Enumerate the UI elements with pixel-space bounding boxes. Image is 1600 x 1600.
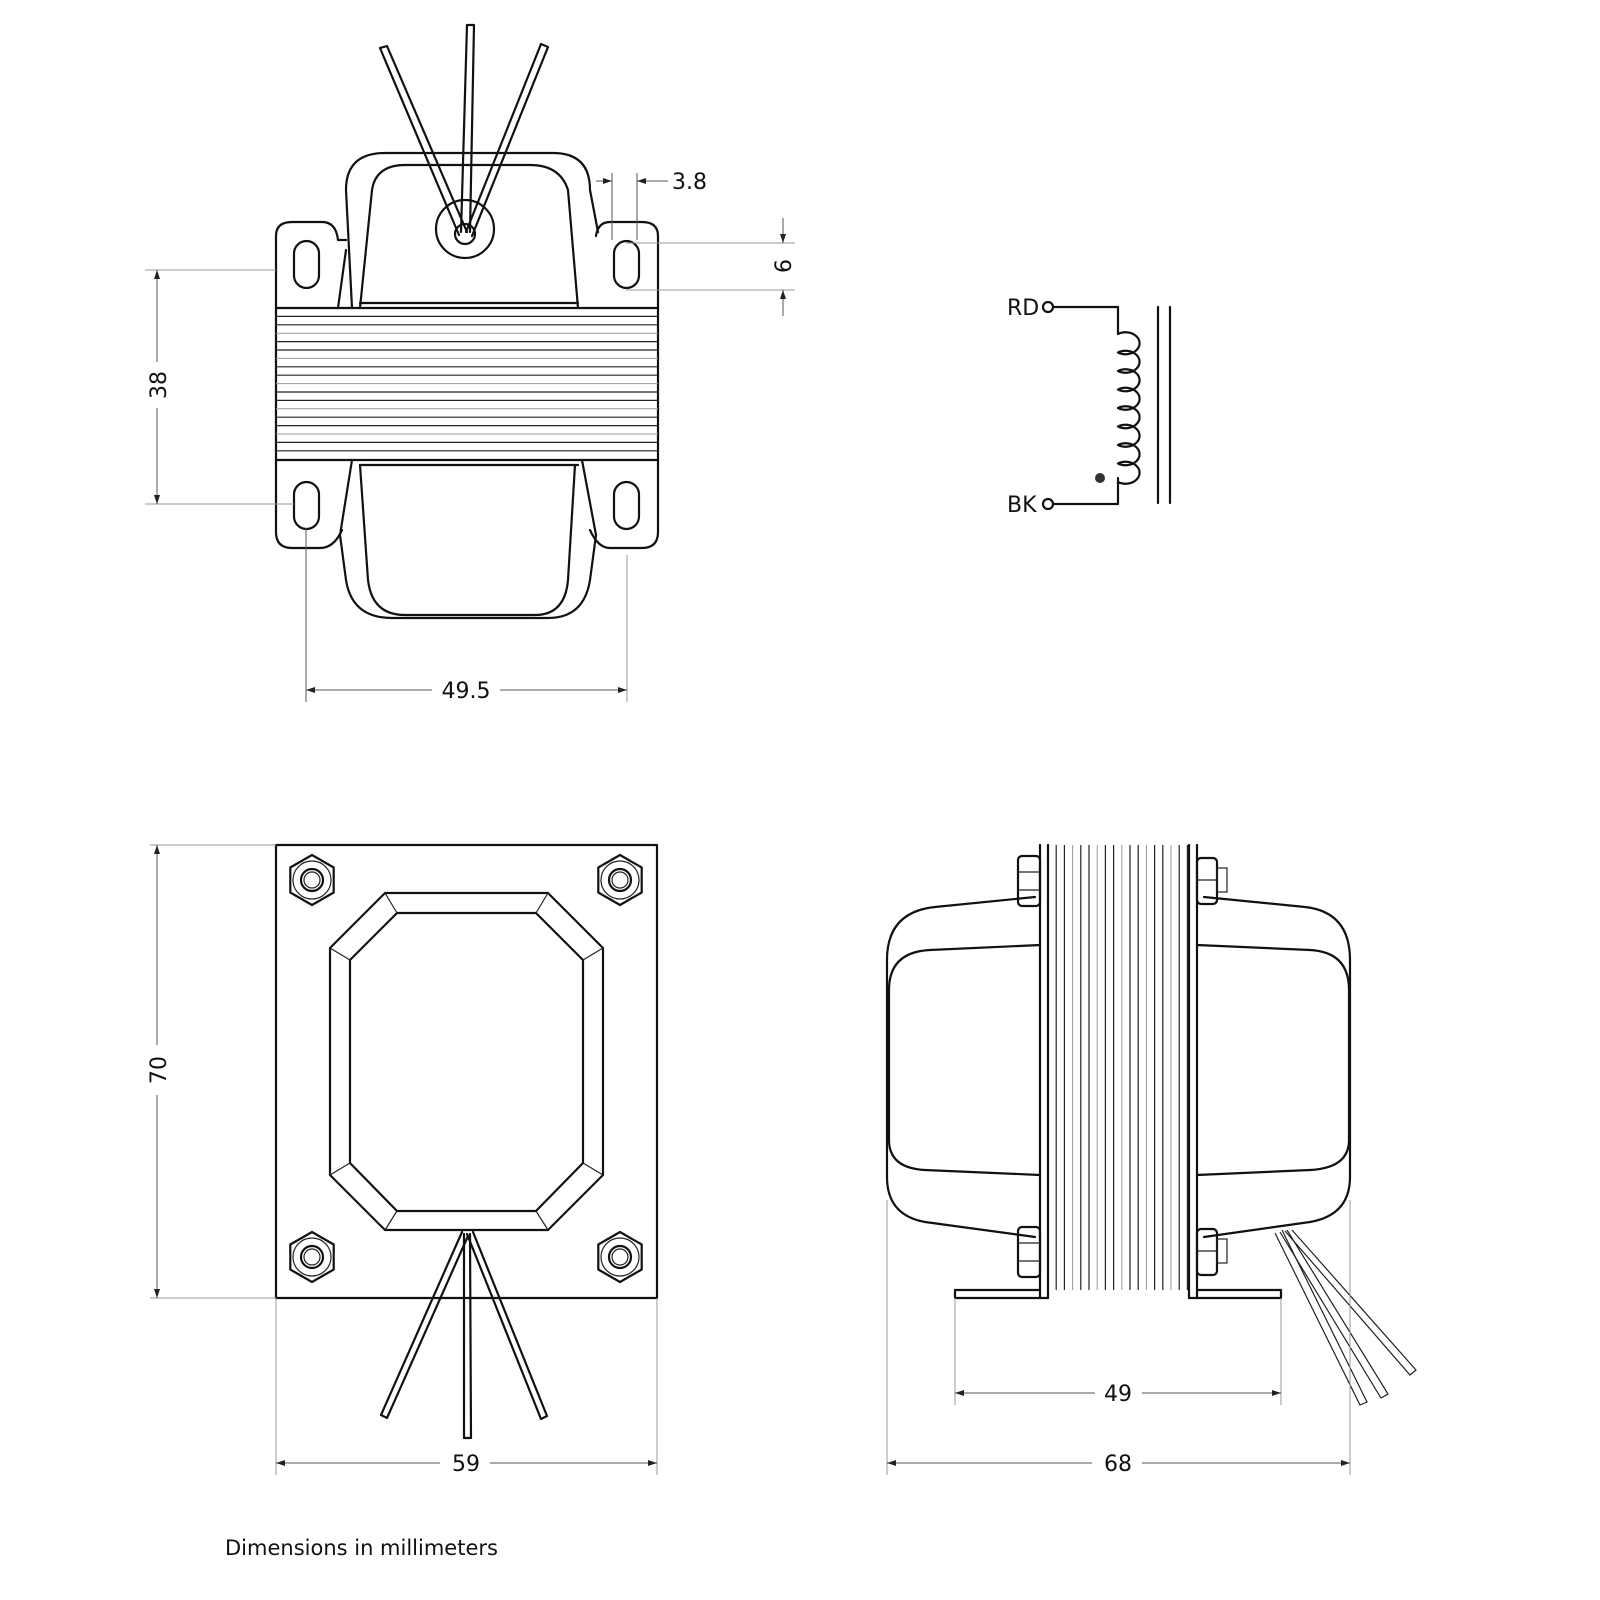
units-note: Dimensions in millimeters [225, 1536, 498, 1560]
lead-label-rd: RD [1007, 296, 1039, 321]
dim-49-5: 49.5 [305, 528, 628, 704]
terminal-rd [1041, 300, 1055, 314]
dim-label: 49 [1104, 1382, 1132, 1407]
lamination-stack [274, 306, 660, 462]
top-view [274, 23, 660, 620]
dim-68: 68 [886, 1200, 1351, 1477]
dim-label: 6 [772, 259, 797, 273]
dim-label: 49.5 [442, 679, 491, 704]
dim-49: 49 [954, 1298, 1282, 1407]
terminal-bk [1041, 497, 1055, 511]
mount-slot [292, 239, 321, 290]
dim-label: 59 [452, 1452, 480, 1477]
dim-59: 59 [275, 1298, 658, 1477]
mount-tab [274, 220, 348, 310]
lead-wires [1274, 1229, 1417, 1406]
lamination-stack [1038, 843, 1199, 1300]
dim-label: 38 [147, 371, 172, 399]
hex-nut-icon [1016, 854, 1042, 908]
mounting-foot [953, 843, 1050, 1300]
hex-nut-icon [289, 853, 335, 907]
dim-label: 70 [147, 1056, 172, 1084]
hex-nut-icon [597, 1230, 643, 1284]
dim-3-8: 3.8 [596, 170, 707, 240]
schematic: RD BK [1007, 296, 1172, 518]
side-view [885, 843, 1417, 1406]
dim-38: 38 [145, 269, 294, 505]
lead-wires [379, 1230, 549, 1440]
dim-label: 3.8 [672, 170, 707, 195]
grommet [434, 198, 496, 260]
coil-winding [1116, 331, 1141, 485]
polarity-dot [1095, 473, 1105, 483]
dim-6: 6 [626, 218, 797, 316]
bobbin-top [344, 151, 600, 310]
front-view [274, 843, 659, 1440]
lead-wires [378, 23, 550, 238]
dim-70: 70 [147, 844, 276, 1299]
hex-nut-icon [289, 1230, 335, 1284]
dim-label: 68 [1104, 1452, 1132, 1477]
hex-nut-icon [1195, 856, 1228, 906]
hex-nut-icon [1016, 1225, 1042, 1279]
bobbin-outline [328, 891, 605, 1232]
hex-nut-icon [597, 853, 643, 907]
lead-label-bk: BK [1007, 493, 1037, 518]
hex-nut-icon [1195, 1227, 1228, 1277]
